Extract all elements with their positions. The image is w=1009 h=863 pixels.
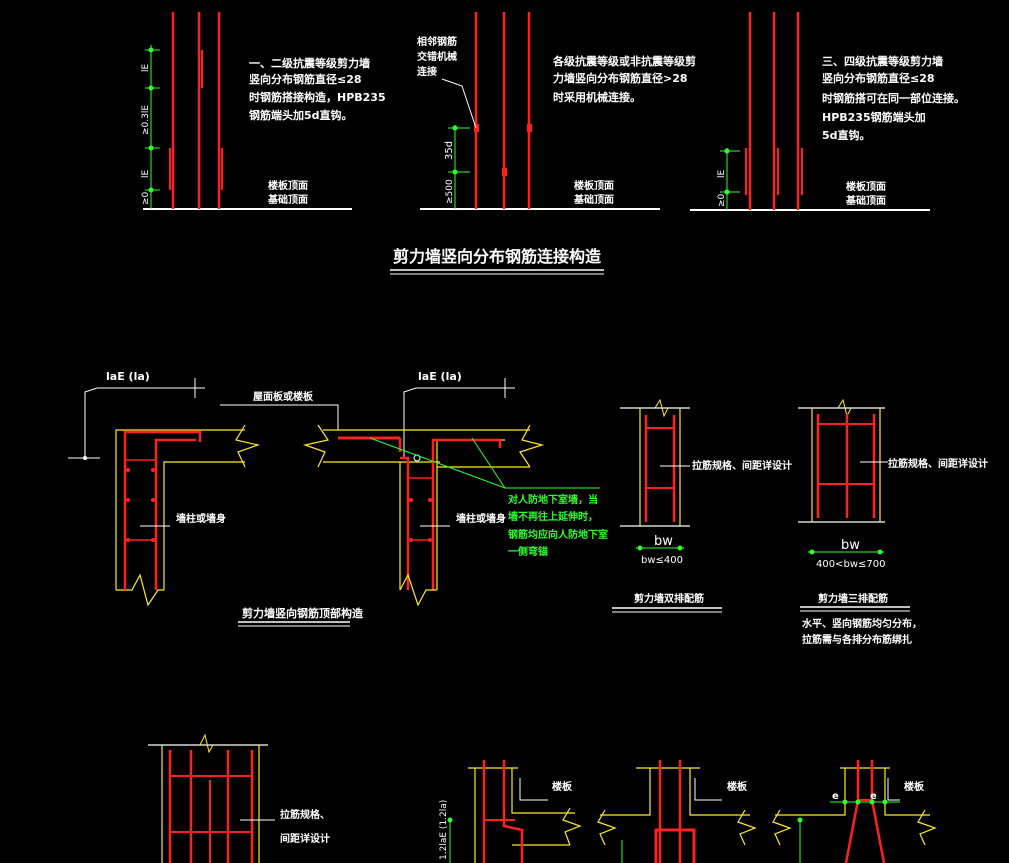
triple-tie-label: 拉筋规格、间距详设计 <box>888 457 988 470</box>
double-tie-label: 拉筋规格、间距详设计 <box>692 459 792 472</box>
top-anchorage-title: 剪力墙竖向钢筋顶部构造 <box>242 606 364 620</box>
note-mid-l2: 力墙竖向分布钢筋直径>28 <box>553 71 688 85</box>
dim-base: ≥0 <box>141 191 151 205</box>
triple-note-l2: 拉筋需与各排分布筋绑扎 <box>802 633 912 646</box>
note-right-l2: 竖向分布钢筋直径≤28 <box>822 71 935 85</box>
slab-top-right: 楼板顶面 <box>846 180 886 193</box>
note-right-l3: 时钢筋搭可在同一部位连接。 <box>822 91 965 105</box>
triple-title: 剪力墙三排配筋 <box>818 592 888 605</box>
detail-top-anchorage: laE (la) laE (la) 墙柱或墙身 屋面板或楼板 <box>68 370 608 627</box>
leader-mid-l1: 相邻钢筋 <box>417 35 457 48</box>
leader-mid-l2: 交错机械 <box>417 50 457 63</box>
green-note-l4: 一侧弯锚 <box>508 545 548 558</box>
note-left-l2: 竖向分布钢筋直径≤28 <box>249 72 362 86</box>
dim-right-le: lE <box>717 169 727 178</box>
leader-mid-l3: 连接 <box>417 65 437 78</box>
green-note-l1: 对人防地下室墙，当 <box>508 493 598 506</box>
double-title: 剪力墙双排配筋 <box>634 592 704 605</box>
detail-bottom-slab-1: 楼板 1.2laE (1.2la) <box>439 760 582 863</box>
dim-right-base: ≥0 <box>717 193 727 207</box>
note-left-l4: 钢筋端头加5d直钩。 <box>249 108 353 122</box>
slab-label-1: 楼板 <box>552 780 573 793</box>
dim-le-1: lE <box>141 63 151 72</box>
detail-mechanical-middle: 35d ≥500 相邻钢筋 交错机械 连接 各级抗震等级或非抗震等级剪 力墙竖向… <box>417 12 696 210</box>
note-mid-l1: 各级抗震等级或非抗震等级剪 <box>552 54 696 68</box>
foundation-top-left: 基础顶面 <box>267 193 308 206</box>
detail-bottom-slab-2: 楼板 <box>597 760 757 863</box>
foundation-top-mid: 基础顶面 <box>573 193 614 206</box>
wall-label-left: 墙柱或墙身 <box>176 512 226 525</box>
dim-lae-bottom: 1.2laE (1.2la) <box>439 800 449 860</box>
e-label-2: e <box>870 791 877 802</box>
note-left-l1: 一、二级抗震等级剪力墙 <box>249 56 370 70</box>
slab-label-2: 楼板 <box>727 780 748 793</box>
lae-right: laE (la) <box>418 370 462 383</box>
note-left-l3: 时钢筋搭接构造，HPB235 <box>249 90 386 104</box>
detail-bottom-slab-3: e e 楼板 <box>772 760 937 863</box>
dim-35d: 35d <box>444 141 455 160</box>
note-right-l5: 5d直钩。 <box>822 128 871 142</box>
foundation-top-right: 基础顶面 <box>845 194 886 207</box>
note-right-l1: 三、四级抗震等级剪力墙 <box>822 54 943 68</box>
note-right-l4: HPB235钢筋端头加 <box>822 110 926 124</box>
triple-bw-cond: 400<bw≤700 <box>816 559 885 570</box>
e-label-1: e <box>832 791 839 802</box>
roof-slab-label: 屋面板或楼板 <box>253 390 314 403</box>
dim-ge500: ≥500 <box>445 179 455 204</box>
section-title-top: 剪力墙竖向分布钢筋连接构造 <box>393 247 602 266</box>
dim-le-2: lE <box>141 169 151 178</box>
dim-gap: ≥0.3lE <box>141 105 151 135</box>
double-bw: bw <box>654 534 673 549</box>
green-note-l3: 钢筋均应向人防地下室 <box>508 528 608 541</box>
detail-bottom-column: 拉筋规格、 间距详设计 <box>148 733 330 863</box>
triple-bw: bw <box>841 538 860 553</box>
slab-top-left: 楼板顶面 <box>268 179 308 192</box>
wall-label-right: 墙柱或墙身 <box>456 512 506 525</box>
bottom-tie-l1: 拉筋规格、 <box>280 808 330 821</box>
detail-lap-splice-right: lE ≥0 三、四级抗震等级剪力墙 竖向分布钢筋直径≤28 时钢筋搭可在同一部位… <box>690 12 965 211</box>
slab-top-mid: 楼板顶面 <box>574 179 614 192</box>
triple-note-l1: 水平、竖向钢筋均匀分布， <box>801 617 922 630</box>
double-bw-cond: bw≤400 <box>641 555 683 566</box>
slab-label-3: 楼板 <box>904 780 925 793</box>
detail-triple-layer: 拉筋规格、间距详设计 bw 400<bw≤700 剪力墙三排配筋 水平、竖向钢筋… <box>798 398 988 646</box>
note-mid-l3: 时采用机械连接。 <box>553 90 641 104</box>
lae-left: laE (la) <box>106 370 150 383</box>
detail-lap-splice-left: lE ≥0.3lE lE ≥0 一、二级抗震等级剪力墙 竖向分布钢筋直径≤28 … <box>141 12 386 210</box>
green-note-l2: 墙不再往上延伸时， <box>508 510 598 523</box>
bottom-tie-l2: 间距详设计 <box>280 832 330 845</box>
detail-double-layer: 拉筋规格、间距详设计 bw bw≤400 剪力墙双排配筋 <box>612 398 792 613</box>
